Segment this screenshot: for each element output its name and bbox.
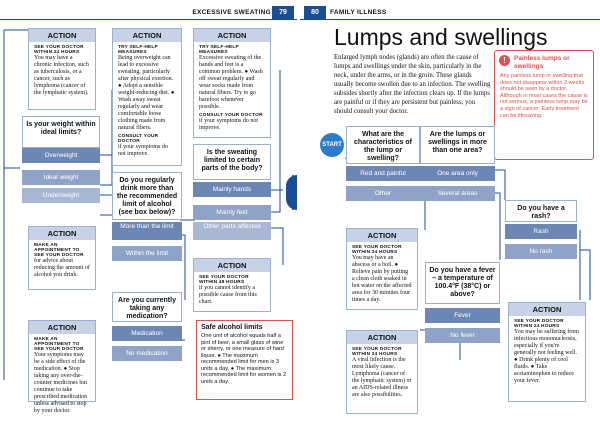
option-several-areas[interactable]: Several areas — [420, 186, 495, 201]
box-body: One unit of alcohol equals half a pint o… — [201, 333, 288, 385]
action-body: if you cannot identify a possible cause … — [199, 285, 257, 305]
action-heading: ACTION — [347, 331, 417, 344]
option-no-medication[interactable]: No medication — [112, 346, 182, 361]
action-body: Being overweight can lead to excessive s… — [118, 55, 174, 131]
start-marker: START — [320, 133, 344, 157]
option-underweight[interactable]: Underweight — [22, 188, 100, 203]
action-instruction: MAKE AN APPOINTMENT TO SEE YOUR DOCTOR — [34, 337, 90, 352]
option-overweight[interactable]: Overweight — [22, 148, 100, 163]
action-instruction: SEE YOUR DOCTOR WITHIN 48 HOURS — [199, 275, 265, 285]
action-heading: ACTION — [29, 29, 95, 42]
option-fever[interactable]: Fever — [425, 308, 500, 323]
question-alcohol: Do you regularly drink more than the rec… — [112, 172, 182, 220]
action-instruction: TRY SELF-HELP MEASURES — [199, 45, 265, 55]
action-heading: ACTION — [509, 303, 585, 316]
action-medication-side-effect: ACTION MAKE AN APPOINTMENT TO SEE YOUR D… — [28, 320, 96, 402]
question-rash: Do you have a rash? — [505, 200, 577, 222]
question-sweating-areas: Is the sweating limited to certain parts… — [193, 144, 271, 180]
action-heading: ACTION — [347, 229, 417, 242]
question-multiple-areas: Are the lumps or swellings in more than … — [420, 126, 495, 164]
action-reduce-alcohol: ACTION MAKE AN APPOINTMENT TO SEE YOUR D… — [28, 226, 96, 290]
option-red-and-painful[interactable]: Red and painful — [346, 166, 420, 181]
option-no-fever[interactable]: No fever — [425, 328, 500, 343]
action-heading: ACTION — [29, 321, 95, 334]
option-mainly-feet[interactable]: Mainly feet — [193, 205, 271, 220]
option-medication[interactable]: Medication — [112, 326, 182, 341]
action-heading: ACTION — [29, 227, 95, 240]
warning-body: Any painless lump or swelling that does … — [500, 73, 588, 119]
question-lump-characteristics: What are the characteristics of the lump… — [346, 126, 420, 164]
action-instruction: SEE YOUR DOCTOR WITHIN 24 HOURS — [352, 347, 412, 357]
action-body: Excessive sweating of the hands and feet… — [199, 55, 263, 110]
action-heading: ACTION — [194, 29, 270, 42]
safe-alcohol-limits-box: Safe alcohol limits One unit of alcohol … — [196, 320, 293, 400]
option-within-limit[interactable]: Within the limit — [112, 246, 182, 261]
box-title: Safe alcohol limits — [201, 324, 288, 331]
option-no-rash[interactable]: No rash — [505, 244, 577, 259]
action-body: You may have an abscess or a boil. ● Rel… — [352, 255, 412, 303]
warning-box-painless-lumps: ! Painless lumps or swellings Any painle… — [494, 50, 594, 160]
option-other[interactable]: Other — [346, 186, 420, 201]
action-instruction: SEE YOUR DOCTOR WITHIN 24 HOURS — [352, 245, 412, 255]
action-instruction: TRY SELF-HELP MEASURES — [118, 45, 176, 55]
action-body: A viral infection is the most likely cau… — [352, 357, 412, 398]
option-ideal-weight[interactable]: Ideal weight — [22, 170, 100, 185]
option-more-than-limit[interactable]: More than the limit — [112, 222, 182, 240]
option-mainly-hands[interactable]: Mainly hands — [193, 182, 271, 197]
action-body-2: if your symptoms do not improve. — [118, 144, 168, 157]
action-body: for advice about reducing the amount of … — [34, 258, 90, 278]
option-one-area-only[interactable]: One area only — [420, 166, 495, 181]
action-body: Your symptoms may be a side effect of th… — [34, 352, 87, 414]
option-other-parts[interactable]: Other parts affected — [193, 222, 271, 240]
action-heading: ACTION — [113, 29, 181, 42]
action-instruction: SEE YOUR DOCTOR WITHIN 24 HOURS — [514, 319, 580, 329]
action-body: You may be suffering from infectious mon… — [514, 329, 579, 384]
question-weight: Is your weight within ideal limits? — [22, 116, 100, 148]
intro-paragraph: Enlarged lymph nodes (glands) are often … — [334, 53, 492, 116]
question-medication: Are you currently taking any medication? — [112, 292, 182, 322]
action-heading: ACTION — [194, 259, 270, 272]
exclamation-icon: ! — [499, 55, 510, 66]
action-body-2: if your symptoms do not improve. — [199, 118, 258, 131]
warning-title: Painless lumps or swellings — [514, 55, 588, 71]
option-rash[interactable]: Rash — [505, 224, 577, 239]
action-instruction: MAKE AN APPOINTMENT TO SEE YOUR DOCTOR — [34, 243, 90, 258]
question-fever: Do you have a fever – a temperature of 1… — [425, 262, 500, 304]
page-title: Lumps and swellings — [334, 24, 548, 51]
action-instruction-2: CONSULT YOUR DOCTOR — [118, 134, 176, 144]
action-instruction: SEE YOUR DOCTOR WITHIN 24 HOURS — [34, 45, 90, 55]
action-body: You may have a chronic infection, such a… — [34, 55, 89, 96]
